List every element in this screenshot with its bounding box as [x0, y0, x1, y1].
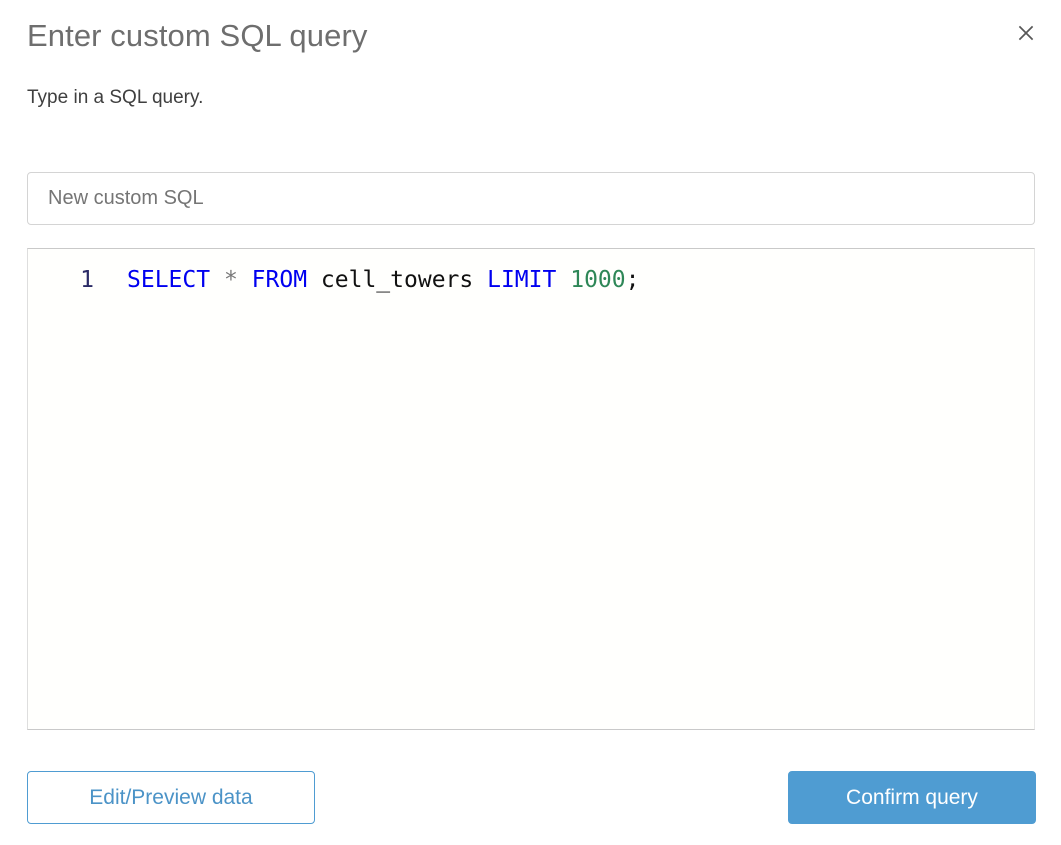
- page-title: Enter custom SQL query: [27, 18, 368, 53]
- query-name-input[interactable]: [27, 172, 1035, 225]
- sql-space-3: [307, 267, 321, 293]
- sql-token-table: cell_towers: [320, 267, 474, 293]
- close-icon: [1016, 23, 1036, 43]
- sql-space-1: [210, 267, 224, 293]
- sql-space-5: [556, 267, 570, 293]
- sql-token-number: 1000: [570, 267, 626, 293]
- sql-token-select: SELECT: [127, 267, 211, 293]
- sql-space-4: [473, 267, 487, 293]
- code-line-content[interactable]: SELECT * FROM cell_towers LIMIT 1000;: [94, 265, 639, 295]
- dialog-subtitle: Type in a SQL query.: [27, 87, 204, 108]
- close-button[interactable]: [1011, 18, 1041, 48]
- sql-space-2: [238, 267, 252, 293]
- confirm-query-button[interactable]: Confirm query: [788, 771, 1036, 824]
- line-number-gutter: 1: [80, 267, 94, 293]
- edit-preview-data-button[interactable]: Edit/Preview data: [27, 771, 315, 824]
- sql-token-semicolon: ;: [625, 267, 640, 293]
- code-line-row: 1 SELECT * FROM cell_towers LIMIT 1000;: [28, 249, 1034, 295]
- sql-editor[interactable]: 1 SELECT * FROM cell_towers LIMIT 1000;: [27, 248, 1035, 730]
- sql-token-from: FROM: [251, 267, 308, 293]
- sql-token-star: *: [223, 267, 238, 293]
- sql-token-limit: LIMIT: [487, 267, 557, 293]
